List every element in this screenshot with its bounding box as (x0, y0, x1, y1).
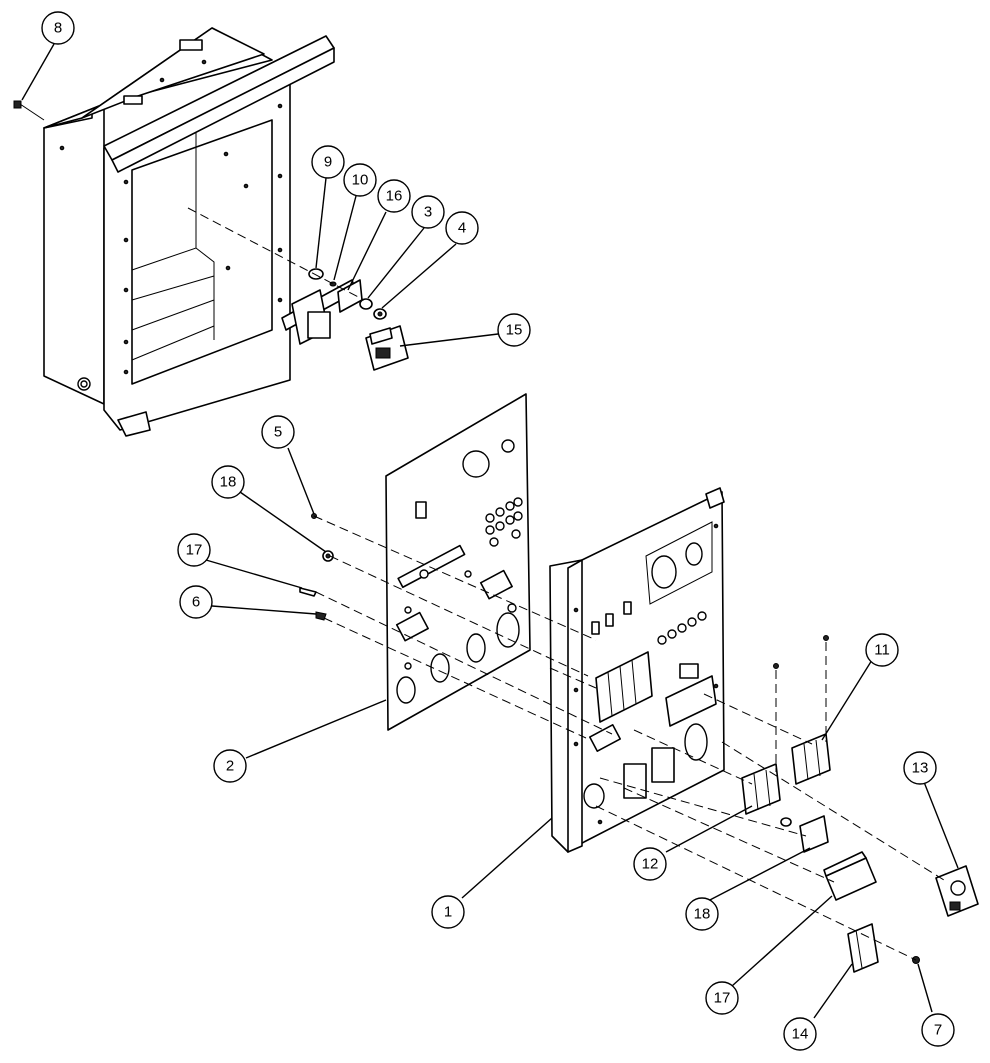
callout-1: 1 (431, 895, 465, 929)
callout-label: 13 (912, 760, 929, 777)
callout-18-lower: 18 (685, 897, 719, 931)
breaker-11 (791, 733, 831, 785)
callout-2: 2 (213, 749, 247, 783)
callout-3: 3 (411, 195, 445, 229)
callout-label: 7 (934, 1022, 942, 1039)
breaker-12 (741, 763, 781, 815)
enclosure-box (43, 27, 335, 437)
callout-label: 17 (714, 990, 731, 1007)
callout-18: 18 (211, 465, 245, 499)
callout-6: 6 (179, 585, 213, 619)
terminal-18 (780, 815, 829, 853)
block-17 (823, 851, 877, 901)
callout-label: 14 (792, 1026, 809, 1043)
callout-label: 9 (324, 154, 332, 171)
callout-label: 2 (226, 758, 234, 775)
callout-17-lower: 17 (705, 981, 739, 1015)
callout-label: 10 (352, 172, 369, 189)
callout-12: 12 (633, 847, 667, 881)
callout-4: 4 (445, 211, 479, 245)
callout-label: 3 (424, 204, 432, 221)
callout-13: 13 (903, 751, 937, 785)
din-rail-assembly (281, 279, 357, 345)
callout-label: 4 (458, 220, 466, 237)
relay-13 (935, 865, 979, 917)
assembly-lines (187, 207, 945, 961)
back-panel-1 (549, 487, 725, 853)
callout-14: 14 (783, 1017, 817, 1051)
callout-7: 7 (921, 1013, 955, 1047)
callout-label: 16 (386, 188, 403, 205)
callout-label: 18 (694, 906, 711, 923)
cover-plate-2 (385, 393, 531, 731)
callout-16: 16 (377, 179, 411, 213)
callout-label: 18 (220, 474, 237, 491)
callout-label: 12 (642, 856, 659, 873)
callout-10: 10 (343, 163, 377, 197)
callout-11: 11 (865, 633, 899, 667)
contactor-15 (365, 325, 409, 371)
callout-label: 5 (274, 424, 282, 441)
mounting-hardware (308, 268, 387, 320)
callout-15: 15 (497, 313, 531, 347)
callout-label: 11 (874, 642, 890, 659)
callout-9: 9 (311, 145, 345, 179)
callout-17: 17 (177, 533, 211, 567)
callout-label: 15 (506, 322, 523, 339)
screw-8 (13, 100, 45, 121)
breaker-14 (847, 923, 879, 973)
callout-label: 17 (186, 542, 203, 559)
fasteners (299, 513, 920, 964)
leader-lines (21, 43, 959, 1019)
callout-label: 8 (54, 20, 62, 37)
callout-label: 1 (444, 904, 452, 921)
callout-8: 8 (41, 11, 75, 45)
callout-5: 5 (261, 415, 295, 449)
callout-label: 6 (192, 594, 200, 611)
